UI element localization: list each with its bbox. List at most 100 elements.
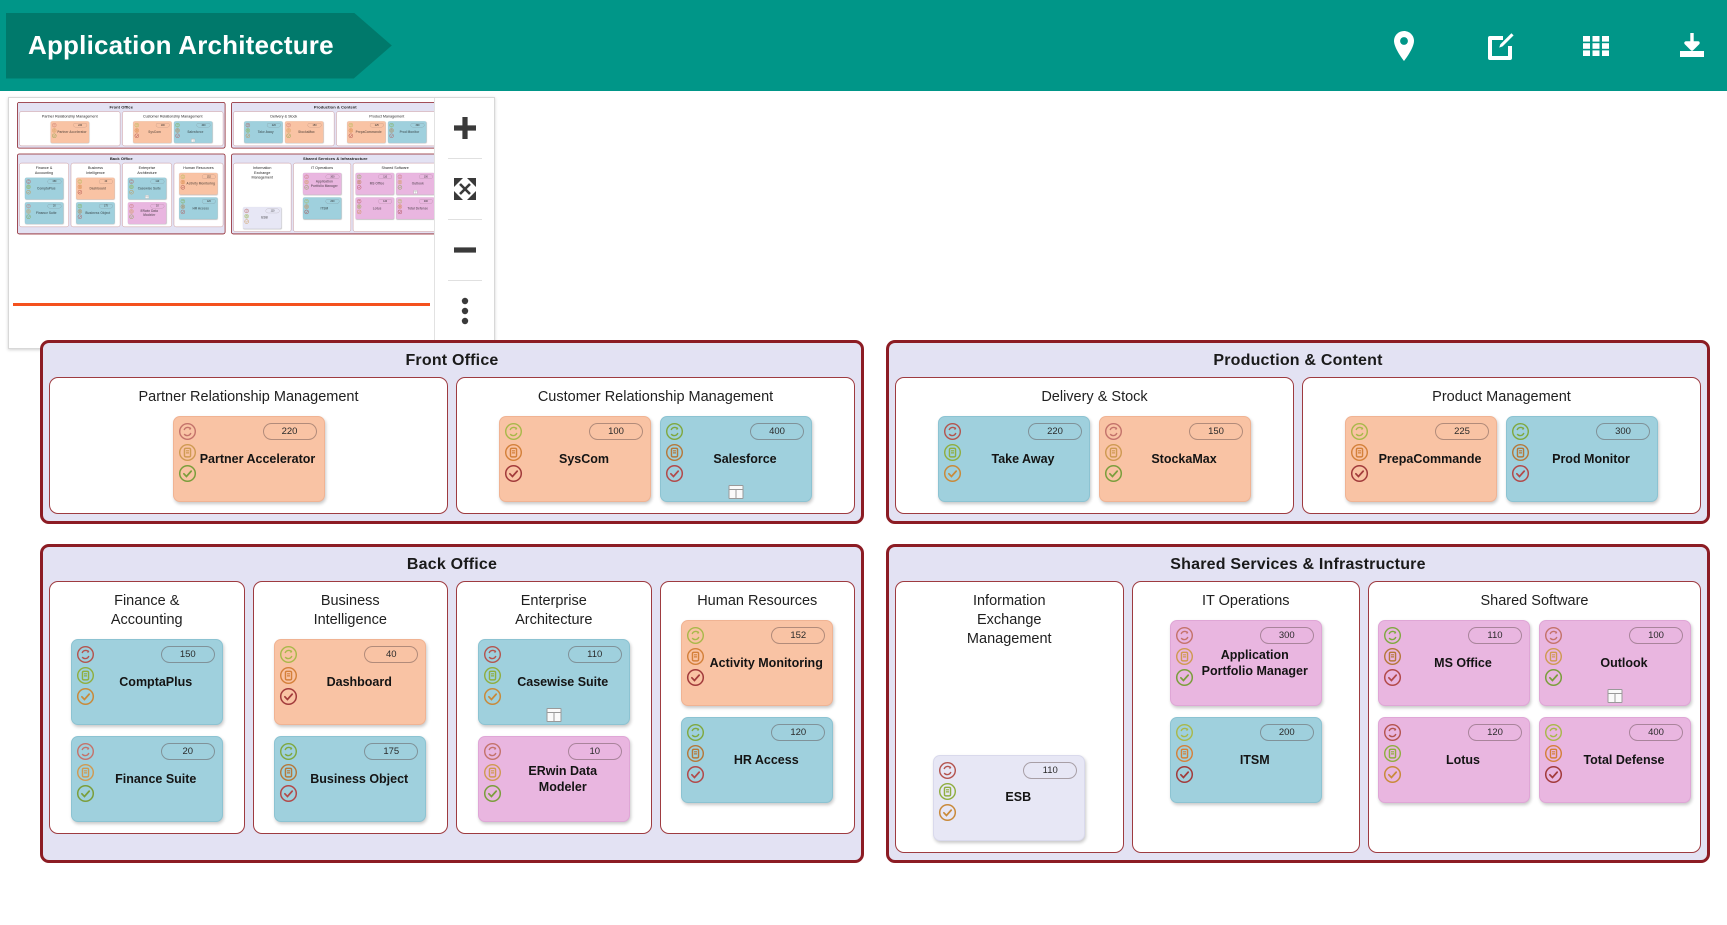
edit-square-icon[interactable] — [1479, 25, 1521, 67]
zoom-out-button[interactable] — [435, 220, 495, 280]
zoom-in-button[interactable] — [435, 98, 495, 158]
lifecycle-refresh-icon — [129, 179, 134, 184]
application-name: ITSM — [320, 206, 329, 211]
location-pin-icon[interactable] — [1383, 25, 1425, 67]
card-indicator-stack — [180, 199, 186, 215]
grid-icon[interactable] — [1575, 25, 1617, 67]
linked-view-icon[interactable] — [145, 195, 149, 199]
more-options-button[interactable] — [435, 281, 495, 341]
fit-to-screen-button[interactable] — [435, 159, 495, 219]
linked-view-icon[interactable] — [191, 138, 195, 143]
linked-view-icon[interactable] — [1607, 689, 1623, 704]
linked-view-icon[interactable] — [546, 708, 562, 723]
minimap-toolbar — [434, 98, 494, 348]
linked-view-icon[interactable] — [728, 485, 744, 500]
minimap-viewport-indicator[interactable] — [13, 303, 430, 306]
application-icon — [180, 204, 186, 209]
download-icon[interactable] — [1671, 25, 1713, 67]
metric-badge: 300 — [1596, 423, 1650, 441]
application-name: StockaMax — [298, 130, 315, 134]
status-check-icon — [304, 185, 309, 190]
linked-view-icon[interactable] — [413, 190, 418, 194]
